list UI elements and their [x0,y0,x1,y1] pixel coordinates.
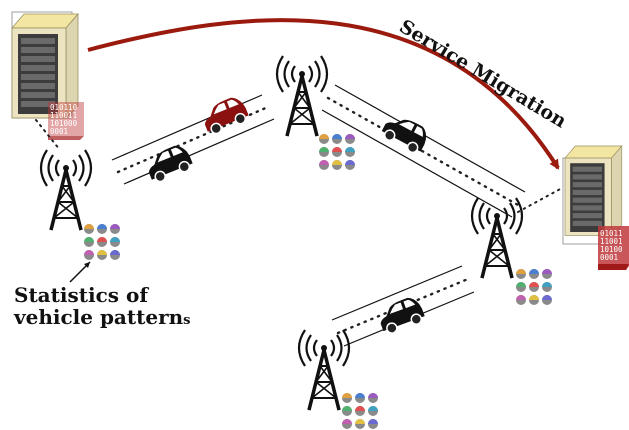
data-tile-icon [319,134,355,170]
link-server-tower [35,119,61,151]
car-icon [198,93,252,138]
server-binary-line: 11001 [600,237,623,246]
data-tile-icon [342,393,378,429]
stats-pointer-arrowhead [84,262,90,268]
link-tower-server [517,187,563,213]
server-binary-line: 010110 [50,103,78,112]
road-top-right [321,84,526,218]
cell-tower-icon [275,54,329,138]
car-icon [142,141,196,186]
server-binary-line: 0001 [50,127,68,136]
migration-arrow [87,18,560,170]
data-tile-icon [84,224,120,260]
cell-tower-icon [297,328,351,412]
server-left: 010110 110011 101000 0001 [11,11,84,140]
server-binary-line: 110011 [50,111,77,120]
statistics-label-line1: Statistics of [14,283,148,307]
server-binary-line: 10100 [600,245,623,254]
statistics-label-suffix: s [183,313,191,328]
data-tile-icon: 010110 110011 101000 0001 [48,102,84,140]
statistics-label-line2-text: vehicle pattern [14,305,184,329]
statistics-label-line2: vehicle patterns [14,306,214,332]
cell-tower-icon [39,148,93,232]
server-binary-line: 0001 [600,253,618,262]
cell-tower-icon [470,196,524,280]
server-right: 01011 11001 10100 0001 [562,145,629,270]
road-left-top [111,94,275,185]
statistics-label: Statistics of vehicle patterns [14,284,214,332]
server-icon [564,145,623,236]
service-migration-label: Service Migration [395,15,570,132]
server-binary-line: 101000 [50,119,78,128]
server-binary-line: 01011 [600,229,623,238]
data-tile-icon: 01011 11001 10100 0001 [598,226,629,270]
data-tile-icon [516,269,552,305]
car-icon [378,109,433,157]
